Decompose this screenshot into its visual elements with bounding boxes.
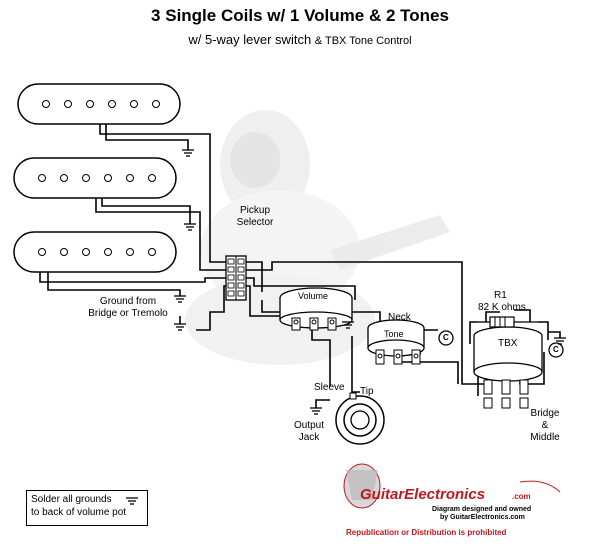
ground-symbols: [126, 149, 566, 505]
tone-label: Tone: [384, 329, 404, 339]
neck-label: Neck: [388, 312, 411, 323]
legend-box: Solder all grounds to back of volume pot: [26, 490, 148, 526]
legend-line-1: Solder all grounds: [31, 494, 112, 505]
credit-line-3: Republication or Distribution is prohibi…: [346, 528, 507, 537]
volume-label: Volume: [298, 291, 329, 301]
neck-cap-label: C: [443, 333, 449, 342]
page-subtitle: w/ 5-way lever switch & TBX Tone Control: [0, 32, 600, 47]
ground-from-label: Ground from Bridge or Tremolo: [88, 296, 168, 319]
pickup-middle: [13, 157, 177, 199]
pickup-selector-label: Pickup Selector: [236, 205, 274, 228]
tbx-cap-label: C: [553, 345, 559, 354]
resistor-r1: [478, 316, 538, 328]
neck-tone-pot: [367, 319, 425, 365]
pickup-neck: [17, 83, 181, 125]
bridge-middle-label: Bridge & Middle: [530, 408, 560, 443]
tip-label: Tip: [360, 386, 374, 397]
sleeve-label: Sleeve: [314, 382, 345, 393]
pickup-selector-switch: [225, 255, 247, 301]
legend-line-2: to back of volume pot: [31, 507, 127, 518]
pickup-bridge: [13, 231, 177, 273]
logo-name: GuitarElectronics: [360, 486, 486, 503]
logo-dotcom: .com: [512, 492, 531, 501]
tbx-label: TBX: [498, 338, 518, 349]
r1-label: R1: [494, 290, 507, 301]
neck-tone-capacitor: [438, 330, 454, 346]
page-title: 3 Single Coils w/ 1 Volume & 2 Tones: [151, 6, 449, 25]
subtitle-suffix: & TBX Tone Control: [314, 35, 412, 47]
output-jack: [335, 392, 385, 445]
subtitle-main: w/ 5-way lever switch: [188, 32, 312, 47]
r1-value-label: 82 K ohms: [478, 302, 526, 313]
tbx-capacitor: [548, 342, 564, 358]
tbx-pot: [473, 326, 543, 409]
logo-graphic: [343, 463, 561, 509]
output-jack-label: Output Jack: [293, 420, 325, 443]
volume-pot: [279, 287, 353, 331]
credit-line-1: Diagram designed and owned: [432, 506, 532, 513]
credit-line-2: by GuitarElectronics.com: [440, 514, 525, 521]
